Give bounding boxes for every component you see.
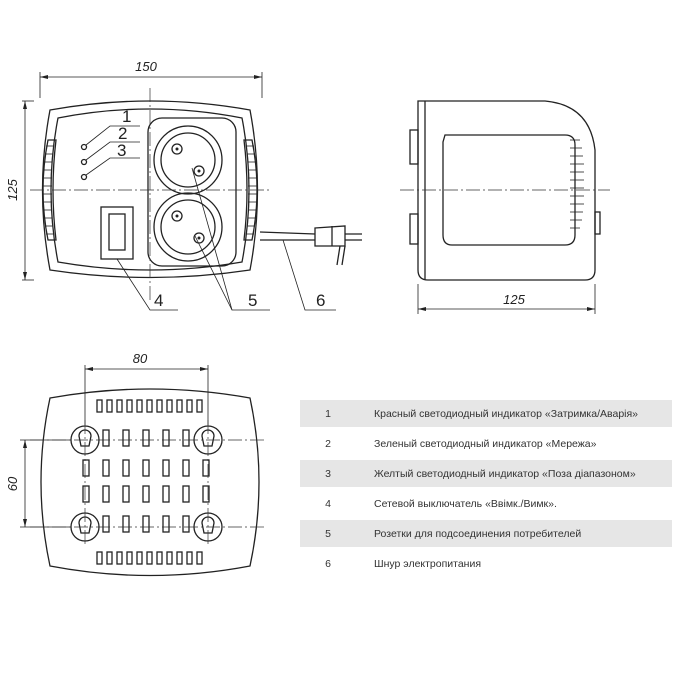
legend-description: Зеленый светодиодный индикатор «Мережа»: [374, 437, 597, 450]
dim-side-depth: 125: [503, 292, 525, 307]
callout-2: 2: [118, 124, 127, 143]
dim-hole-spacing-x: 80: [133, 351, 148, 366]
callout-1: 1: [122, 107, 131, 126]
callout-5: 5: [248, 291, 257, 310]
side-view: 125: [400, 100, 610, 314]
legend-number: 4: [325, 497, 331, 510]
front-view: 150 125: [5, 59, 362, 311]
legend-description: Шнур электропитания: [374, 557, 482, 570]
legend-row: 1 Красный светодиодный индикатор «Затрим…: [300, 400, 672, 427]
legend-number: 3: [325, 467, 331, 480]
legend-row: 4 Сетевой выключатель «Ввімк./Вимк».: [300, 490, 672, 517]
legend-description: Розетки для подсоединения потребителей: [374, 527, 582, 540]
legend-table: 1 Красный светодиодный индикатор «Затрим…: [300, 400, 672, 580]
legend-number: 5: [325, 527, 331, 540]
callout-3: 3: [117, 141, 126, 160]
bottom-view: 80 60: [5, 351, 265, 577]
legend-number: 2: [325, 437, 331, 450]
legend-description: Сетевой выключатель «Ввімк./Вимк».: [374, 497, 557, 510]
legend-number: 6: [325, 557, 331, 570]
dim-front-width: 150: [135, 59, 157, 74]
dim-front-height: 125: [5, 178, 20, 200]
dim-hole-spacing-y: 60: [5, 476, 20, 491]
legend-row: 6 Шнур электропитания: [300, 550, 672, 577]
callout-6: 6: [316, 291, 325, 310]
legend-number: 1: [325, 407, 331, 420]
legend-row: 3 Желтый светодиодный индикатор «Поза ді…: [300, 460, 672, 487]
legend-description: Красный светодиодный индикатор «Затримка…: [374, 407, 639, 420]
legend-description: Желтый светодиодный индикатор «Поза діап…: [374, 467, 636, 480]
legend-row: 5 Розетки для подсоединения потребителей: [300, 520, 672, 547]
legend-row: 2 Зеленый светодиодный индикатор «Мережа…: [300, 430, 672, 457]
callout-4: 4: [154, 291, 163, 310]
